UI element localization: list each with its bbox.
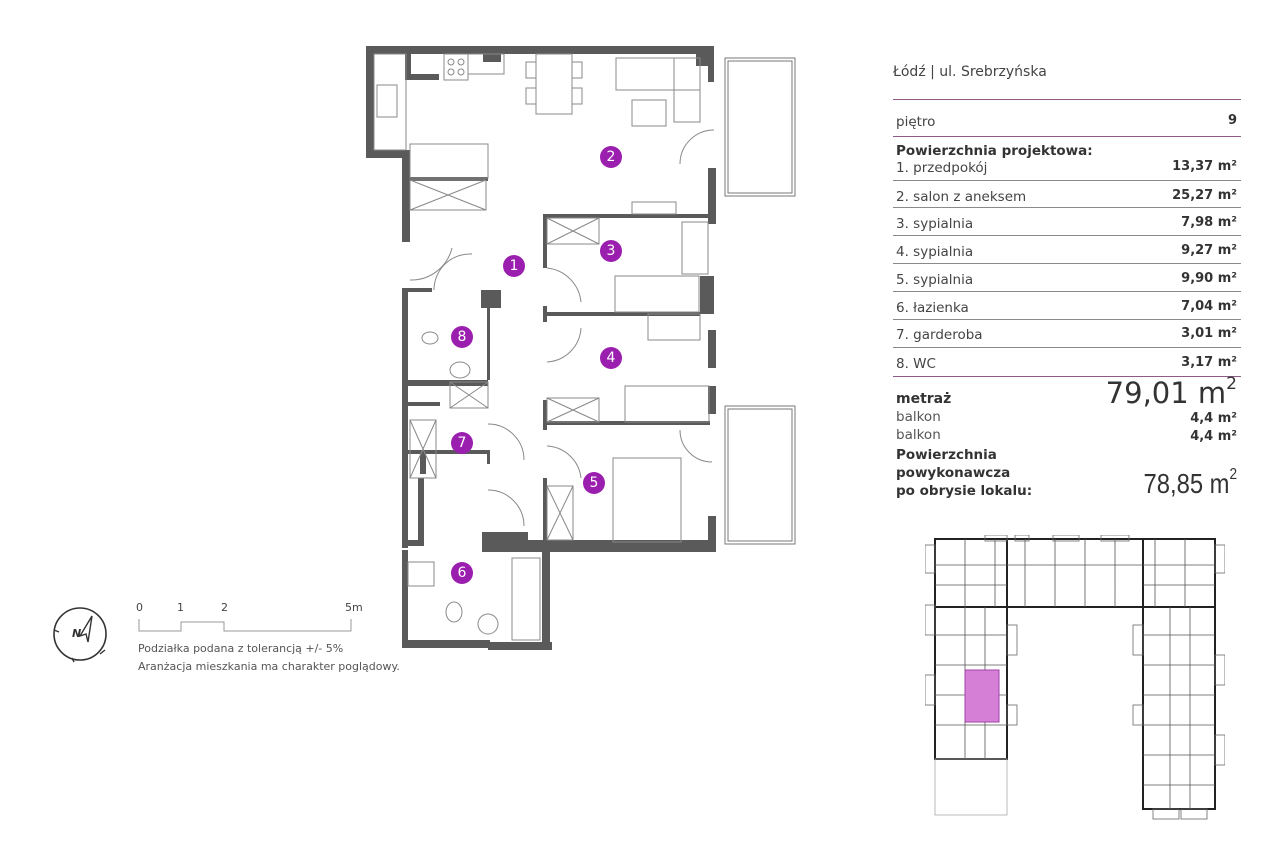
balcony-value-1: 4,4 m² — [1190, 411, 1237, 426]
room-area: 25,27 m² — [1172, 188, 1237, 203]
divider — [893, 319, 1241, 320]
room-area: 7,98 m² — [1181, 215, 1237, 230]
room-marker-2: 2 — [600, 146, 622, 168]
room-label: 8. WC — [896, 356, 936, 372]
room-row-5: 5. sypialnia 9,90 m² — [893, 268, 1241, 290]
divider — [893, 207, 1241, 208]
room-row-6: 6. łazienka 7,04 m² — [893, 296, 1241, 318]
compass-icon: N — [50, 604, 110, 664]
room-marker-5: 5 — [583, 472, 605, 494]
total-area-value: 79,01 m2 — [1105, 374, 1237, 410]
room-marker-1: 1 — [503, 255, 525, 277]
room-area: 13,37 m² — [1172, 159, 1237, 174]
room-marker-6: 6 — [451, 562, 473, 584]
arrangement-note: Aranżacja mieszkania ma charakter pogląd… — [138, 660, 400, 673]
divider — [893, 180, 1241, 181]
as-built-label-line2: powykonawcza — [896, 465, 1011, 481]
floor-plan-drawing — [366, 46, 796, 650]
room-area: 9,90 m² — [1181, 271, 1237, 286]
scale-tick-2: 2 — [221, 601, 228, 614]
room-area: 3,17 m² — [1181, 355, 1237, 370]
room-row-7: 7. garderoba 3,01 m² — [893, 323, 1241, 345]
room-row-8: 8. WC 3,17 m² — [893, 352, 1241, 374]
scale-bar — [138, 618, 358, 634]
room-label: 6. łazienka — [896, 300, 969, 316]
divider — [893, 263, 1241, 264]
room-area: 9,27 m² — [1181, 243, 1237, 258]
room-row-3: 3. sypialnia 7,98 m² — [893, 212, 1241, 234]
room-label: 1. przedpokój — [896, 160, 988, 176]
scale-tick-5m: 5m — [345, 601, 363, 614]
floor-label: piętro — [896, 114, 936, 130]
divider — [893, 376, 1241, 377]
highlighted-apartment — [964, 669, 1000, 723]
as-built-label-line1: Powierzchnia — [896, 447, 997, 463]
divider — [893, 347, 1241, 348]
room-label: 2. salon z aneksem — [896, 189, 1027, 205]
as-built-label-line3: po obrysie lokalu: — [896, 483, 1033, 499]
divider — [893, 99, 1241, 100]
compass-north-label: N — [72, 627, 82, 640]
room-area: 3,01 m² — [1181, 326, 1237, 341]
floor-row: piętro 9 — [893, 110, 1241, 132]
scale-tolerance-note: Podziałka podana z tolerancją +/- 5% — [138, 642, 344, 655]
divider — [893, 136, 1241, 137]
room-label: 4. sypialnia — [896, 244, 974, 260]
balcony-value-2: 4,4 m² — [1190, 429, 1237, 444]
room-label: 7. garderoba — [896, 327, 983, 343]
total-area-label: metraż — [896, 391, 952, 407]
divider — [893, 291, 1241, 292]
room-row-2: 2. salon z aneksem 25,27 m² — [893, 185, 1241, 207]
room-marker-8: 8 — [451, 326, 473, 348]
location-title: Łódź | ul. Srebrzyńska — [893, 64, 1047, 80]
room-area: 7,04 m² — [1181, 299, 1237, 314]
as-built-area-value: 78,85 m2 — [1143, 466, 1237, 499]
room-row-1: 1. przedpokój 13,37 m² — [893, 156, 1241, 178]
room-label: 5. sypialnia — [896, 272, 974, 288]
floor-value: 9 — [1227, 113, 1237, 128]
design-area-title: Powierzchnia projektowa: — [896, 143, 1093, 159]
divider — [893, 235, 1241, 236]
floor-plan: 1 2 3 4 5 6 7 8 — [360, 40, 810, 650]
scale-tick-0: 0 — [136, 601, 143, 614]
scale-tick-1: 1 — [177, 601, 184, 614]
room-marker-3: 3 — [600, 240, 622, 262]
room-marker-7: 7 — [451, 432, 473, 454]
room-marker-4: 4 — [600, 347, 622, 369]
balcony-label-1: balkon — [896, 409, 941, 425]
room-label: 3. sypialnia — [896, 216, 974, 232]
room-row-4: 4. sypialnia 9,27 m² — [893, 240, 1241, 262]
building-key-plan — [924, 534, 1226, 825]
balcony-label-2: balkon — [896, 427, 941, 443]
